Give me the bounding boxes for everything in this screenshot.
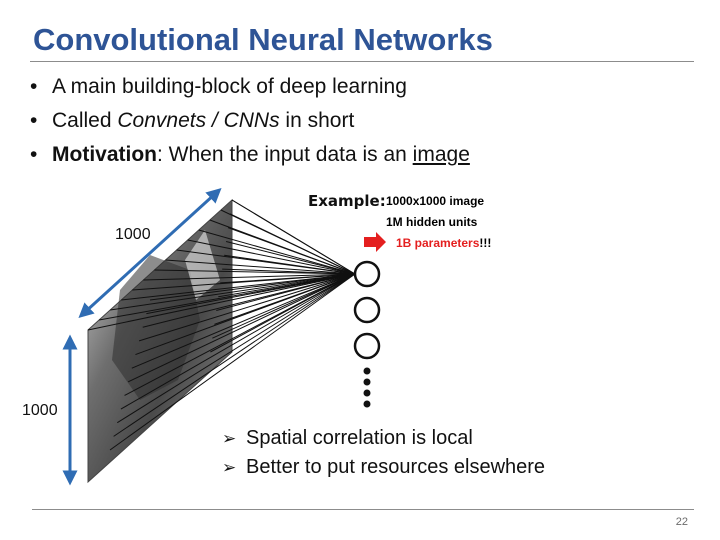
example-line: 1M hidden units	[386, 215, 478, 229]
ellipsis-dot	[363, 367, 371, 375]
hidden-unit	[353, 332, 381, 360]
connection-line	[109, 273, 356, 451]
connection-line	[124, 273, 356, 396]
hidden-unit	[353, 260, 381, 288]
connection-lines	[87, 199, 356, 451]
connection-line	[209, 219, 356, 275]
takeaway-text: Spatial correlation is local	[246, 427, 473, 449]
slide-title: Convolutional Neural Networks	[33, 22, 493, 57]
hidden-unit	[353, 296, 381, 324]
bullet-text: in short	[279, 109, 355, 132]
red-arrow-icon	[364, 232, 386, 252]
params-suffix: !!!	[479, 236, 492, 250]
bullet-list: •A main building-block of deep learning …	[30, 70, 470, 172]
bullet-marker: •	[30, 75, 38, 98]
ellipsis-dot	[363, 378, 371, 386]
bullet-italic-term: Convnets / CNNs	[117, 109, 280, 132]
bullet-marker: •	[30, 109, 38, 132]
bullet-item: • A main building-block of deep learning	[30, 70, 470, 104]
bullet-item: • Motivation: When the input data is an i…	[30, 138, 470, 172]
takeaway-text: Better to put resources elsewhere	[246, 456, 546, 478]
ellipsis-dot	[363, 389, 371, 397]
width-label: 1000	[115, 226, 151, 243]
takeaway-item: ➢ Spatial correlation is local	[222, 424, 545, 453]
connection-line	[212, 273, 356, 339]
page-number: 22	[675, 516, 688, 528]
bullet-underlined-term: image	[412, 143, 470, 166]
example-line: 1000x1000 image	[386, 194, 485, 208]
connection-line	[138, 273, 356, 342]
example-callout: Example:	[308, 191, 386, 210]
connection-line	[113, 273, 356, 437]
takeaway-list: ➢ Spatial correlation is local ➢ Better to…	[222, 424, 545, 482]
bullet-item: • Called Convnets / CNNs in short	[30, 104, 470, 138]
connection-line	[225, 240, 356, 275]
bullet-marker: •	[30, 143, 38, 166]
height-label: 1000	[22, 402, 58, 419]
connection-line	[127, 273, 356, 383]
takeaway-item: ➢ Better to put resources elsewhere	[222, 453, 545, 482]
bullet-text: A main building-block of deep learning	[52, 75, 407, 98]
connection-line	[131, 273, 356, 369]
params-line: 1B parameters!!!	[396, 236, 491, 250]
bullet-text: : When the input data is an	[157, 143, 413, 166]
connection-line	[117, 273, 356, 424]
footer-divider	[32, 509, 694, 510]
bullet-text: Called	[52, 109, 118, 132]
width-dimension-arrow	[78, 187, 222, 319]
connection-line	[120, 273, 356, 410]
arrow-bullet-icon: ➢	[222, 458, 237, 477]
connection-line	[220, 209, 356, 275]
connection-line	[198, 229, 356, 275]
title-divider	[30, 61, 694, 62]
arrow-bullet-icon: ➢	[222, 429, 237, 448]
example-heading: Example:	[308, 192, 386, 210]
ellipsis-dot	[363, 400, 371, 408]
connection-line	[231, 199, 356, 275]
connection-line	[142, 273, 356, 328]
bullet-bold-term: Motivation	[52, 143, 157, 166]
connection-line	[135, 273, 356, 356]
params-label: 1B parameters	[396, 236, 480, 250]
